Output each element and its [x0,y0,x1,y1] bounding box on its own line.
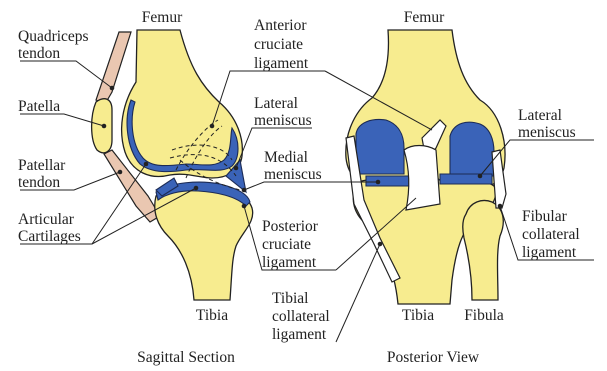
quadriceps-label-1: Quadriceps [18,28,89,45]
posterior-view [346,30,506,304]
lateral-meniscus-label-2: meniscus [254,112,312,129]
posterior-femur-label: Femur [404,9,445,26]
fibula-label: Fibula [464,307,504,324]
sagittal-section-title: Sagittal Section [137,349,235,366]
articular-cartilages-label-1: Articular [18,211,75,228]
sagittal-tibia-shape [155,184,253,300]
posterior-tibia-label: Tibia [402,307,434,324]
fibular-collateral-label-1: Fibular [522,208,568,225]
posterior-cruciate-label-3: ligament [262,254,317,271]
fibular-collateral-label-2: collateral [522,226,580,243]
fibular-collateral-label-3: ligament [522,244,577,261]
quadriceps-tendon-shape [96,32,131,104]
tibial-collateral-label-2: collateral [272,308,330,325]
posterior-posterior-cruciate [404,146,440,211]
posterior-lateral-meniscus-label-2: meniscus [518,124,576,141]
articular-cartilages-label-2: Cartilages [18,228,81,245]
posterior-lateral-meniscus-label-1: Lateral [518,107,562,124]
patellar-tendon-label-2: tendon [18,174,60,191]
tibial-collateral-label-3: ligament [272,326,327,343]
anterior-cruciate-label-1: Anterior [254,17,307,34]
medial-meniscus-label-2: meniscus [264,166,322,183]
posterior-view-title: Posterior View [387,349,480,366]
anterior-cruciate-label-2: cruciate [254,36,303,53]
quadriceps-label-2: tendon [18,45,60,62]
lateral-meniscus-label-1: Lateral [254,95,298,112]
posterior-medial-meniscus-shape [366,176,410,186]
patella-label: Patella [18,98,60,115]
sagittal-section [92,30,253,300]
posterior-femur-cartilage-left [356,120,404,174]
tibial-collateral-label-1: Tibial [272,290,308,307]
anterior-cruciate-label-3: ligament [254,55,309,72]
fibula-shape [463,201,504,301]
sagittal-tibia-label: Tibia [196,307,228,324]
posterior-lateral-meniscus-shape [440,174,492,184]
patellar-tendon-label-1: Patellar [18,157,66,174]
leader-medial-meniscus [244,182,324,190]
posterior-femur-cartilage-right [450,122,494,176]
posterior-cruciate-label-1: Posterior [262,218,319,235]
leader-quadriceps [20,61,112,88]
sagittal-femur-label: Femur [142,9,183,26]
medial-meniscus-label-1: Medial [264,149,308,166]
posterior-cruciate-label-2: cruciate [262,236,311,253]
leader-tibial-collateral [336,244,380,342]
